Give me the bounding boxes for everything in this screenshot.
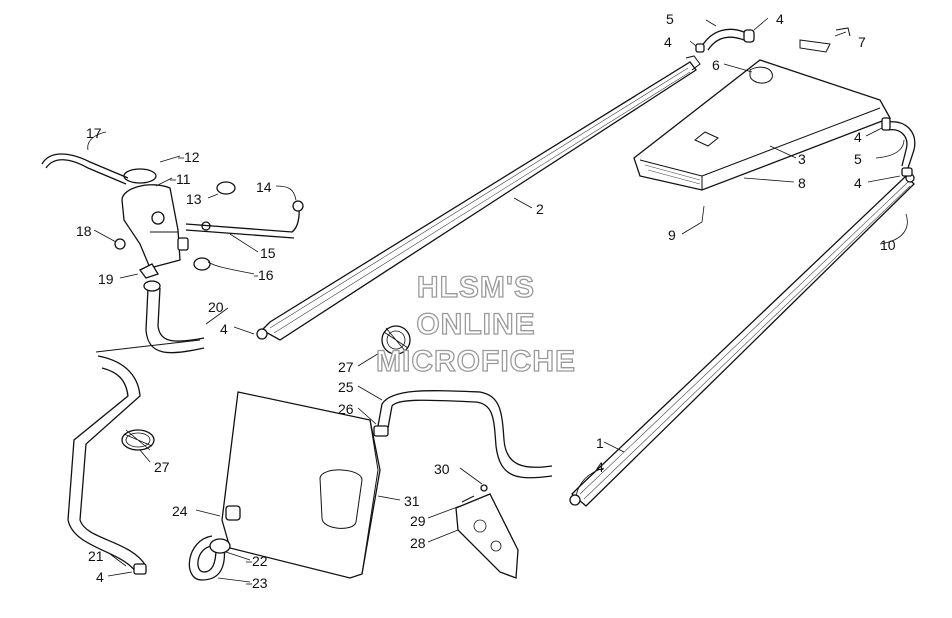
- callout-8: 8: [798, 175, 806, 191]
- callout-5-right: 5: [854, 151, 862, 167]
- hose-25: [373, 390, 553, 479]
- callout-14: 14: [256, 179, 272, 195]
- callout-28: 28: [410, 535, 426, 551]
- heat-exchanger-lower: [569, 173, 915, 507]
- callout-27-top: 27: [338, 359, 354, 375]
- callout-3: 3: [798, 151, 806, 167]
- bracket-28: [455, 484, 519, 579]
- callout-27-left: 27: [154, 459, 170, 475]
- callout-31: 31: [404, 493, 420, 509]
- watermark-line-2: ONLINE: [416, 308, 535, 341]
- heat-exchanger-upper: [256, 55, 701, 341]
- coolant-bottle: [114, 168, 236, 279]
- callout-26: 26: [338, 401, 354, 417]
- callout-4-lower: 4: [596, 459, 604, 475]
- callout-24: 24: [172, 503, 188, 519]
- leader-lines: [87, 17, 908, 583]
- callout-6: 6: [712, 57, 720, 73]
- callout-16: 16: [258, 267, 274, 283]
- callout-5-top: 5: [666, 11, 674, 27]
- overflow-tube-15: [185, 200, 304, 239]
- callout-4-right-a: 4: [854, 129, 862, 145]
- callout-11: 11: [176, 171, 191, 187]
- callout-4-bottom: 4: [96, 569, 104, 585]
- callout-7: 7: [858, 34, 866, 50]
- callout-23: 23: [252, 575, 268, 591]
- callout-dashes: [170, 157, 258, 585]
- hose-23: [188, 535, 231, 581]
- hose-21: [67, 339, 201, 575]
- callout-19: 19: [98, 271, 114, 287]
- callout-10: 10: [880, 237, 896, 253]
- callout-4-mid: 4: [220, 321, 228, 337]
- callout-4-top-a: 4: [664, 34, 672, 50]
- watermark-line-3: MICROFICHE: [376, 345, 576, 378]
- watermark-line-1: HLSM'S: [417, 271, 535, 304]
- callout-9: 9: [668, 227, 676, 243]
- tunnel-panel: [633, 27, 891, 191]
- callout-2: 2: [536, 201, 544, 217]
- spring-clamp-27-top: [381, 325, 411, 355]
- vent-tube-17: [41, 153, 129, 185]
- callouts: 5 4 4 7 6 4 5 4 3 8 9 10 2 17 12 11 13 1…: [76, 11, 896, 591]
- hose-20: [143, 280, 205, 354]
- callout-12: 12: [184, 149, 200, 165]
- callout-15: 15: [260, 245, 276, 261]
- callout-4-top-b: 4: [776, 11, 784, 27]
- callout-4-right-b: 4: [854, 175, 862, 191]
- callout-17: 17: [86, 125, 102, 141]
- callout-13: 13: [186, 191, 202, 207]
- spring-clamp-27-left: [121, 429, 155, 451]
- callout-25: 25: [338, 379, 354, 395]
- callout-30: 30: [434, 461, 450, 477]
- callout-18: 18: [76, 223, 92, 239]
- hose-5-top: [695, 28, 755, 53]
- hose-5-right: [881, 117, 916, 177]
- callout-21: 21: [88, 548, 104, 564]
- watermark: HLSM'S ONLINE MICROFICHE: [375, 270, 576, 378]
- callout-20: 20: [208, 299, 224, 315]
- radiator-panel: [221, 391, 381, 579]
- callout-22: 22: [252, 553, 268, 569]
- callout-29: 29: [410, 513, 426, 529]
- callout-1: 1: [596, 435, 604, 451]
